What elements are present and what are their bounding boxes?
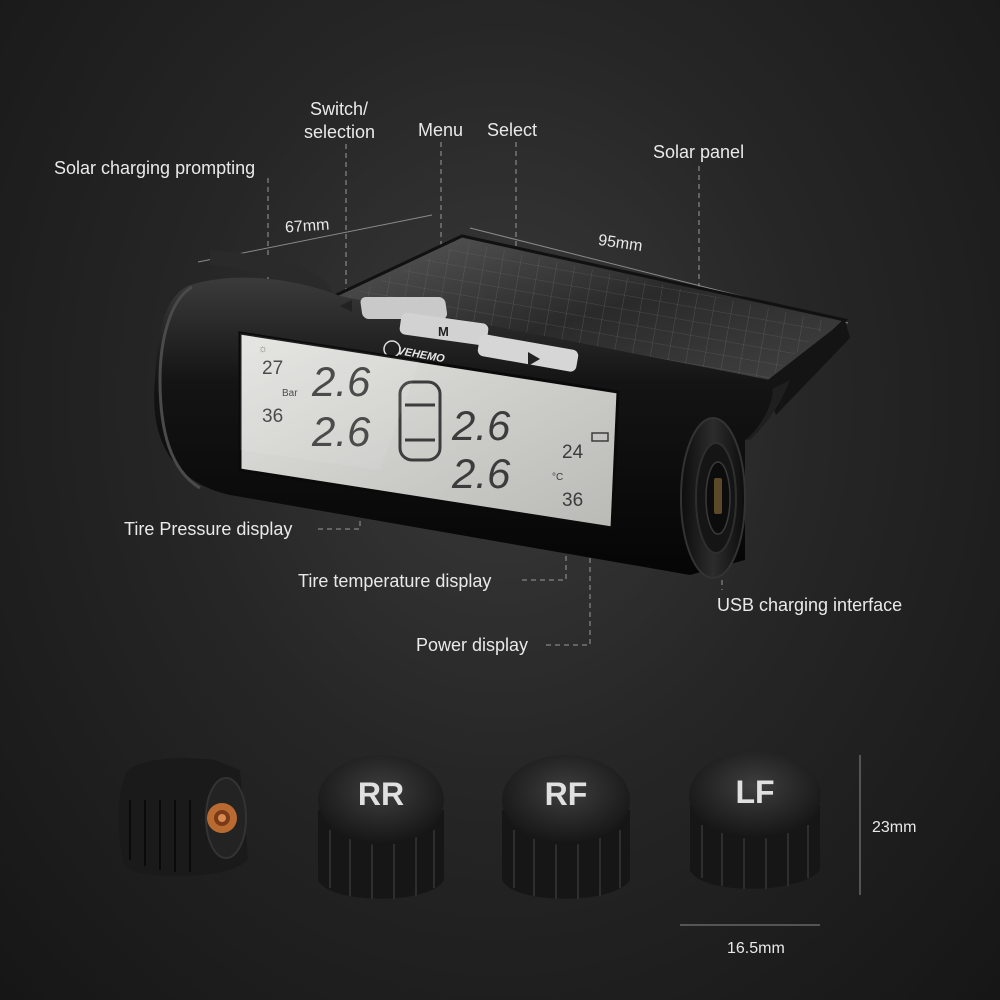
power-display-label: Power display <box>416 635 529 655</box>
temp-unit-label: °C <box>552 472 563 483</box>
switch-label-line2: selection <box>304 122 376 142</box>
switch-label: Switch/ <box>310 99 369 119</box>
sensor-cap-rf: RF <box>502 755 630 899</box>
right-arrow-icon <box>528 352 540 366</box>
solar-prompt-icon: ☼ <box>258 343 268 355</box>
menu-label: Menu <box>418 120 464 140</box>
unit-label: Bar <box>282 388 298 399</box>
solar-charging-label: Solar charging prompting <box>54 158 256 178</box>
sensor-side-view <box>118 758 249 877</box>
left-arrow-icon <box>340 300 352 312</box>
pressure-rr: 2.6 <box>451 450 511 497</box>
rr-label: RR <box>358 776 404 812</box>
lcd-screen <box>238 331 620 530</box>
usb-port <box>714 478 722 514</box>
select-label: Select <box>487 120 538 140</box>
temp-fr: 24 <box>562 442 584 463</box>
pressure-rl: 2.6 <box>311 408 371 455</box>
menu-key-label: M <box>438 324 449 339</box>
tpms-monitor: M VEHEMO ☼ 27 Bar 36 2.6 2.6 <box>154 234 850 579</box>
sensor-width-label: 16.5mm <box>727 940 785 957</box>
tire-temperature-label: Tire temperature display <box>298 571 492 591</box>
temp-rr: 36 <box>562 490 583 511</box>
pressure-fr: 2.6 <box>451 402 511 449</box>
battery-icon <box>591 432 609 442</box>
temp-rl: 36 <box>262 406 283 427</box>
car-icon <box>398 380 442 462</box>
tire-pressure-label: Tire Pressure display <box>124 519 293 539</box>
rf-label: RF <box>545 776 588 812</box>
sensor-cap-rr: RR <box>318 755 444 899</box>
sensor-height-label: 23mm <box>872 819 917 836</box>
lf-label: LF <box>735 774 774 810</box>
usb-interface-label: USB charging interface <box>717 595 903 615</box>
lcd-content: ☼ 27 Bar 36 2.6 2.6 2.6 2.6 24 °C 36 <box>258 343 609 511</box>
solar-panel-label: Solar panel <box>653 142 745 162</box>
sensor-cap-lf: LF <box>689 751 821 889</box>
buttons: M <box>340 297 579 372</box>
temp-fl: 27 <box>262 358 283 379</box>
pressure-fl: 2.6 <box>311 358 371 405</box>
